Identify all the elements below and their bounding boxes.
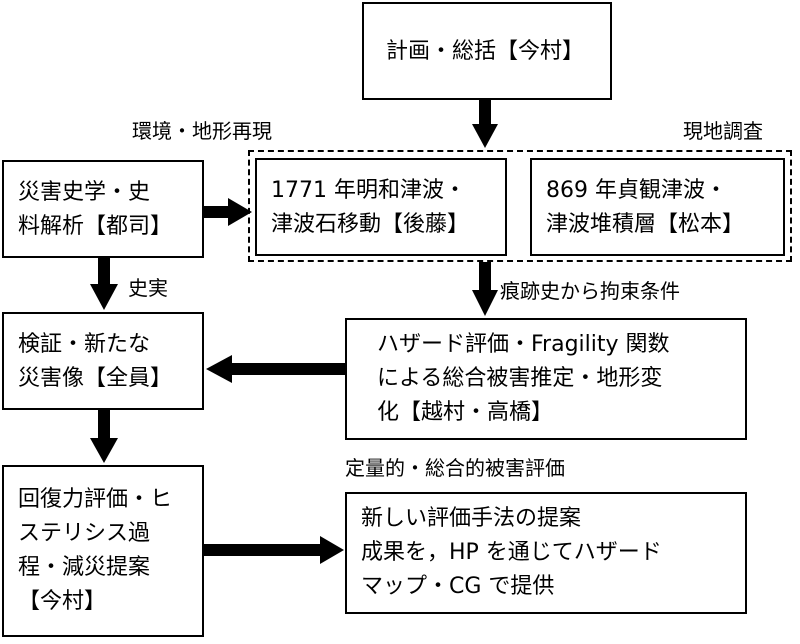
verification-line-1: 検証・新たな [18, 332, 151, 357]
verification-line-2: 災害像【全員】 [18, 366, 173, 391]
proposal-box: 新しい評価手法の提案 成果を，HP を通じてハザード マップ・CG で提供 [345, 492, 747, 614]
disaster-history-line-2: 料解析【都司】 [18, 214, 173, 239]
tsunami-869-line-2: 津波堆積層【松本】 [546, 212, 745, 237]
arrow-hazard-to-verification [206, 355, 345, 383]
hazard-box: ハザード評価・Fragility 関数 による総合被害推定・地形変 化【越村・高… [345, 318, 747, 440]
tsunami-869-box: 869 年貞観津波・ 津波堆積層【松本】 [530, 158, 785, 256]
resilience-box: 回復力評価・ヒ ステリシス過 程・減災提案 【今村】 [2, 465, 204, 637]
hazard-line-1: ハザード評価・Fragility 関数 [377, 332, 670, 357]
proposal-line-2: 成果を，HP を通じてハザード [361, 540, 662, 565]
disaster-history-box: 災害史学・史 料解析【都司】 [2, 160, 204, 258]
plan-line: 計画・総括【今村】 [386, 39, 585, 64]
arrow-history-to-verification [90, 258, 118, 310]
tsunami-1771-box: 1771 年明和津波・ 津波石移動【後藤】 [255, 158, 507, 256]
verification-box: 検証・新たな 災害像【全員】 [2, 312, 204, 410]
resilience-line-3: 程・減災提案 [18, 555, 151, 580]
tsunami-1771-line-1: 1771 年明和津波・ [271, 178, 466, 203]
arrow-survey-to-hazard [472, 262, 498, 316]
disaster-history-line-1: 災害史学・史 [18, 180, 151, 205]
arrow-plan-to-survey [472, 100, 498, 148]
label-historical-facts: 史実 [128, 276, 168, 300]
hazard-line-3: 化【越村・高橋】 [377, 400, 554, 425]
resilience-line-1: 回復力評価・ヒ [18, 487, 173, 512]
resilience-line-4: 【今村】 [18, 589, 107, 614]
proposal-line-3: マップ・CG で提供 [361, 574, 555, 599]
tsunami-1771-line-2: 津波石移動【後藤】 [271, 212, 470, 237]
arrow-verification-to-resilience [90, 410, 118, 463]
label-constraints: 痕跡史から拘束条件 [500, 279, 680, 303]
arrow-resilience-to-proposal [204, 536, 344, 564]
tsunami-869-line-1: 869 年貞観津波・ [546, 178, 727, 203]
arrow-history-to-survey [204, 198, 252, 226]
proposal-line-1: 新しい評価手法の提案 [361, 506, 582, 531]
resilience-line-2: ステリシス過 [18, 521, 151, 546]
label-environment: 環境・地形再現 [132, 119, 272, 143]
label-field-survey: 現地調査 [683, 119, 763, 143]
label-quantitative: 定量的・総合的被害評価 [345, 456, 565, 480]
field-survey-group [248, 150, 792, 262]
hazard-line-2: による総合被害推定・地形変 [377, 366, 663, 391]
plan-box: 計画・総括【今村】 [362, 2, 612, 100]
